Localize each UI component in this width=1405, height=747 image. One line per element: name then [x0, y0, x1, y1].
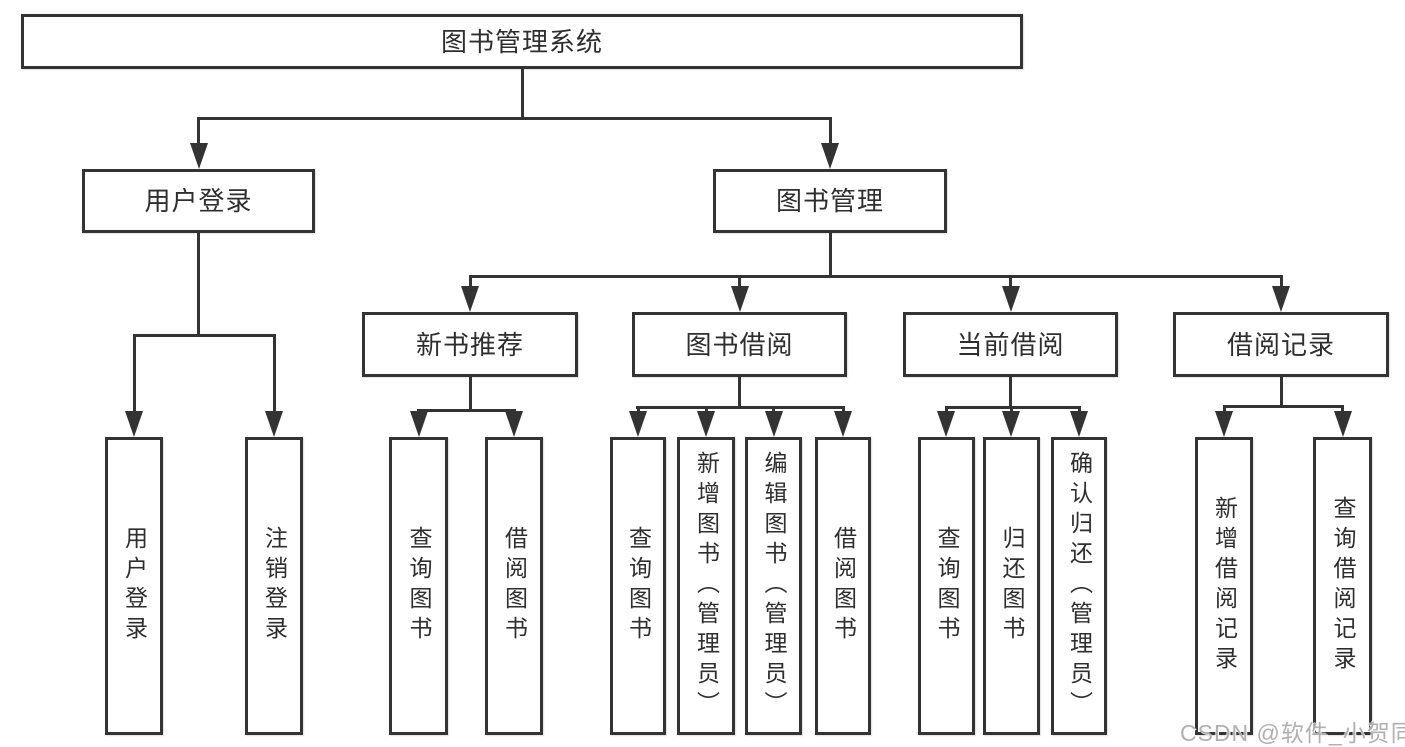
arrow-down-icon	[1002, 411, 1020, 437]
leaf-add-borrow-record: 新增借阅记录	[1195, 437, 1253, 735]
leaf-label: 用户登录	[121, 526, 148, 646]
leaf-current-query-books: 查询图书	[918, 437, 975, 735]
arrow-down-icon	[125, 411, 143, 437]
node-current-borrow: 当前借阅	[903, 312, 1118, 377]
node-book-management: 图书管理	[713, 169, 947, 233]
connector-line	[636, 406, 845, 409]
arrow-down-icon	[409, 411, 428, 437]
leaf-newbook-query-books: 查询图书	[389, 437, 448, 735]
connector-line	[704, 406, 708, 413]
connector-line	[132, 334, 136, 413]
arrow-down-icon	[697, 411, 715, 437]
arrow-down-icon	[629, 411, 647, 437]
connector-line	[1279, 377, 1283, 407]
arrow-down-icon	[461, 286, 479, 312]
connector-line	[841, 406, 845, 413]
arrow-down-icon	[265, 411, 283, 437]
connector-line	[1279, 275, 1283, 289]
connector-line	[636, 406, 640, 413]
leaf-borrow-books: 借阅图书	[815, 437, 871, 735]
arrow-down-icon	[1333, 411, 1352, 437]
connector-line	[772, 406, 775, 413]
connector-line	[1077, 406, 1081, 413]
leaf-label: 注销登录	[261, 526, 288, 646]
arrow-down-icon	[1215, 411, 1233, 437]
node-borrow-records: 借阅记录	[1173, 312, 1389, 377]
connector-line	[738, 275, 741, 289]
leaf-edit-books-admin: 编辑图书（管理员）	[745, 437, 802, 735]
leaf-label: 查询借阅记录	[1330, 496, 1356, 676]
connector-line	[1222, 405, 1344, 408]
leaf-label: 确认归还（管理员）	[1066, 451, 1093, 721]
connector-line	[468, 377, 472, 411]
connector-line	[738, 377, 741, 408]
leaf-return-books: 归还图书	[983, 437, 1040, 735]
leaf-label: 查询图书	[934, 526, 960, 646]
connector-line	[1341, 405, 1344, 413]
connector-line	[468, 275, 1283, 278]
leaf-add-books-admin: 新增图书（管理员）	[677, 437, 735, 735]
leaf-confirm-return-admin: 确认归还（管理员）	[1051, 437, 1107, 735]
leaf-label: 编辑图书（管理员）	[761, 451, 787, 721]
leaf-borrow-query-books: 查询图书	[610, 437, 666, 735]
arrow-down-icon	[937, 411, 955, 437]
watermark: CSDN @软件_小贺同学	[1180, 720, 1405, 746]
leaf-label: 借阅图书	[501, 526, 528, 646]
connector-line	[944, 406, 948, 413]
node-label: 借阅记录	[1226, 329, 1335, 360]
leaf-label: 查询图书	[406, 526, 432, 646]
arrow-down-icon	[1001, 286, 1020, 312]
node-new-book-recommend: 新书推荐	[362, 312, 578, 377]
connector-line	[132, 334, 276, 337]
arrow-down-icon	[730, 286, 749, 312]
leaf-label: 新增借阅记录	[1211, 496, 1238, 676]
arrow-down-icon	[821, 143, 839, 169]
node-label: 图书借阅	[685, 329, 794, 360]
node-label: 图书管理	[775, 186, 884, 216]
connector-line	[1222, 405, 1226, 413]
connector-line	[197, 233, 200, 336]
connector-line	[197, 117, 832, 120]
node-label: 新书推荐	[415, 329, 524, 360]
leaf-label: 新增图书（管理员）	[693, 451, 720, 721]
arrow-down-icon	[764, 411, 783, 437]
node-book-borrow: 图书借阅	[632, 312, 847, 377]
connector-line	[944, 406, 1081, 409]
node-label: 图书管理系统	[440, 26, 603, 57]
arrow-down-icon	[1070, 411, 1088, 437]
leaf-newbook-borrow-books: 借阅图书	[485, 437, 543, 735]
connector-line	[1009, 377, 1012, 408]
connector-line	[828, 233, 832, 277]
leaf-query-borrow-record: 查询借阅记录	[1313, 437, 1372, 735]
connector-line	[197, 117, 200, 146]
leaf-logout: 注销登录	[245, 437, 303, 735]
connector-line	[272, 334, 276, 413]
connector-line	[468, 275, 472, 289]
connector-line	[417, 409, 516, 412]
arrow-down-icon	[834, 411, 852, 437]
leaf-user-login: 用户登录	[105, 437, 163, 735]
leaf-label: 借阅图书	[830, 526, 857, 646]
node-label: 当前借阅	[956, 329, 1065, 360]
arrow-down-icon	[1272, 286, 1290, 312]
node-user-login: 用户登录	[82, 169, 315, 233]
node-label: 用户登录	[144, 186, 253, 216]
leaf-label: 归还图书	[999, 526, 1025, 646]
leaf-label: 查询图书	[625, 526, 652, 646]
connector-line	[828, 117, 832, 146]
node-root-library-system: 图书管理系统	[21, 14, 1023, 69]
arrow-down-icon	[505, 411, 523, 437]
connector-line	[520, 67, 524, 120]
connector-line	[1009, 275, 1012, 289]
arrow-down-icon	[189, 143, 208, 169]
connector-line	[1009, 406, 1013, 413]
